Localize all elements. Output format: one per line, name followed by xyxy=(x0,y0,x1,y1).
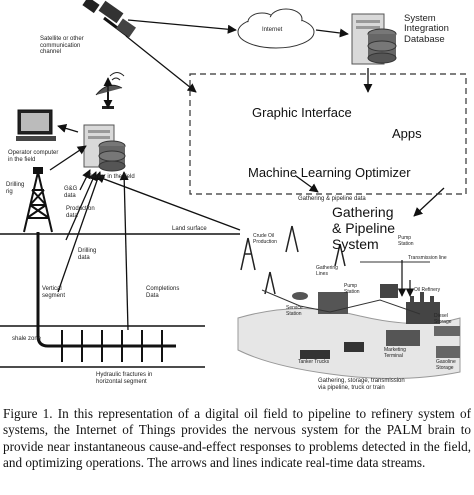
marketing-terminal-label: Marketing Terminal xyxy=(384,347,406,359)
database-server-icon xyxy=(351,13,397,65)
gasoline-storage-label: Gasoline Storage xyxy=(436,359,456,371)
satellite-label: Satellite or other communication channel xyxy=(40,36,84,56)
pump-station-label: Pump Station xyxy=(344,283,360,295)
satellite-icon xyxy=(82,0,136,38)
diagram-canvas xyxy=(0,0,467,380)
drilling-data-label: Drilling data xyxy=(78,248,97,261)
gg-data-label: G&G data xyxy=(64,186,78,199)
production-data-label: Production data xyxy=(66,206,95,219)
dashed-optimizer-box xyxy=(189,73,467,195)
completions-label: Completions Data xyxy=(146,286,180,299)
crude-oil-label: Crude Oil Production xyxy=(253,233,277,245)
graphic-interface-label: Graphic Interface xyxy=(252,105,352,120)
gathering-small-label: Gathering & pipeline data xyxy=(298,196,366,202)
hydraulic-fractures xyxy=(61,330,163,362)
horizontal-well-segment xyxy=(36,335,176,348)
diesel-storage-label: Diesel Storage xyxy=(434,313,452,325)
oil-field-diagram: Satellite or other communication channel… xyxy=(0,0,467,391)
ml-optimizer-label: Machine Learning Optimizer xyxy=(248,165,411,180)
drilling-rig-icon xyxy=(23,167,53,233)
gathering-lines-label: Gathering Lines xyxy=(316,265,338,277)
fractures-label: Hydraulic fractures in horizontal segmen… xyxy=(96,372,153,385)
internet-cloud-icon xyxy=(237,8,315,49)
pipeline-illustration xyxy=(237,225,461,380)
vertical-segment-label: Vertical segment xyxy=(42,286,66,299)
oil-refinery-label: Oil Refinery xyxy=(414,287,441,293)
apps-label: Apps xyxy=(392,126,422,141)
arrows xyxy=(49,19,445,331)
land-surface-label: Land surface xyxy=(172,226,207,232)
field-server-icon xyxy=(83,124,126,172)
gathering-pipeline-label: Gathering & Pipeline System xyxy=(332,204,396,253)
figure-caption: Figure 1. In this representation of a di… xyxy=(3,406,471,488)
transmission-line-label: Transmission line xyxy=(408,255,447,261)
operator-label: Operator computer in the field xyxy=(8,150,59,163)
system-db-label: System Integration Database xyxy=(404,13,449,45)
dish-antenna-icon xyxy=(95,72,125,109)
gathering-caption-label: Gathering, storage, transmission via pip… xyxy=(318,378,405,391)
pump-station-top-label: Pump Station xyxy=(398,235,414,247)
server-label: Server in the field xyxy=(88,174,135,180)
drilling-rig-label: Drilling rig xyxy=(6,182,25,195)
figure-caption-text: Figure 1. In this representation of a di… xyxy=(3,406,471,470)
internet-label: Internet xyxy=(262,27,283,33)
tanker-trucks-label: Tanker Trucks xyxy=(298,359,330,365)
operator-computer-icon xyxy=(16,109,56,141)
service-station-label: Service Station xyxy=(286,305,303,317)
shale-zone-label: shale zone xyxy=(12,336,42,342)
